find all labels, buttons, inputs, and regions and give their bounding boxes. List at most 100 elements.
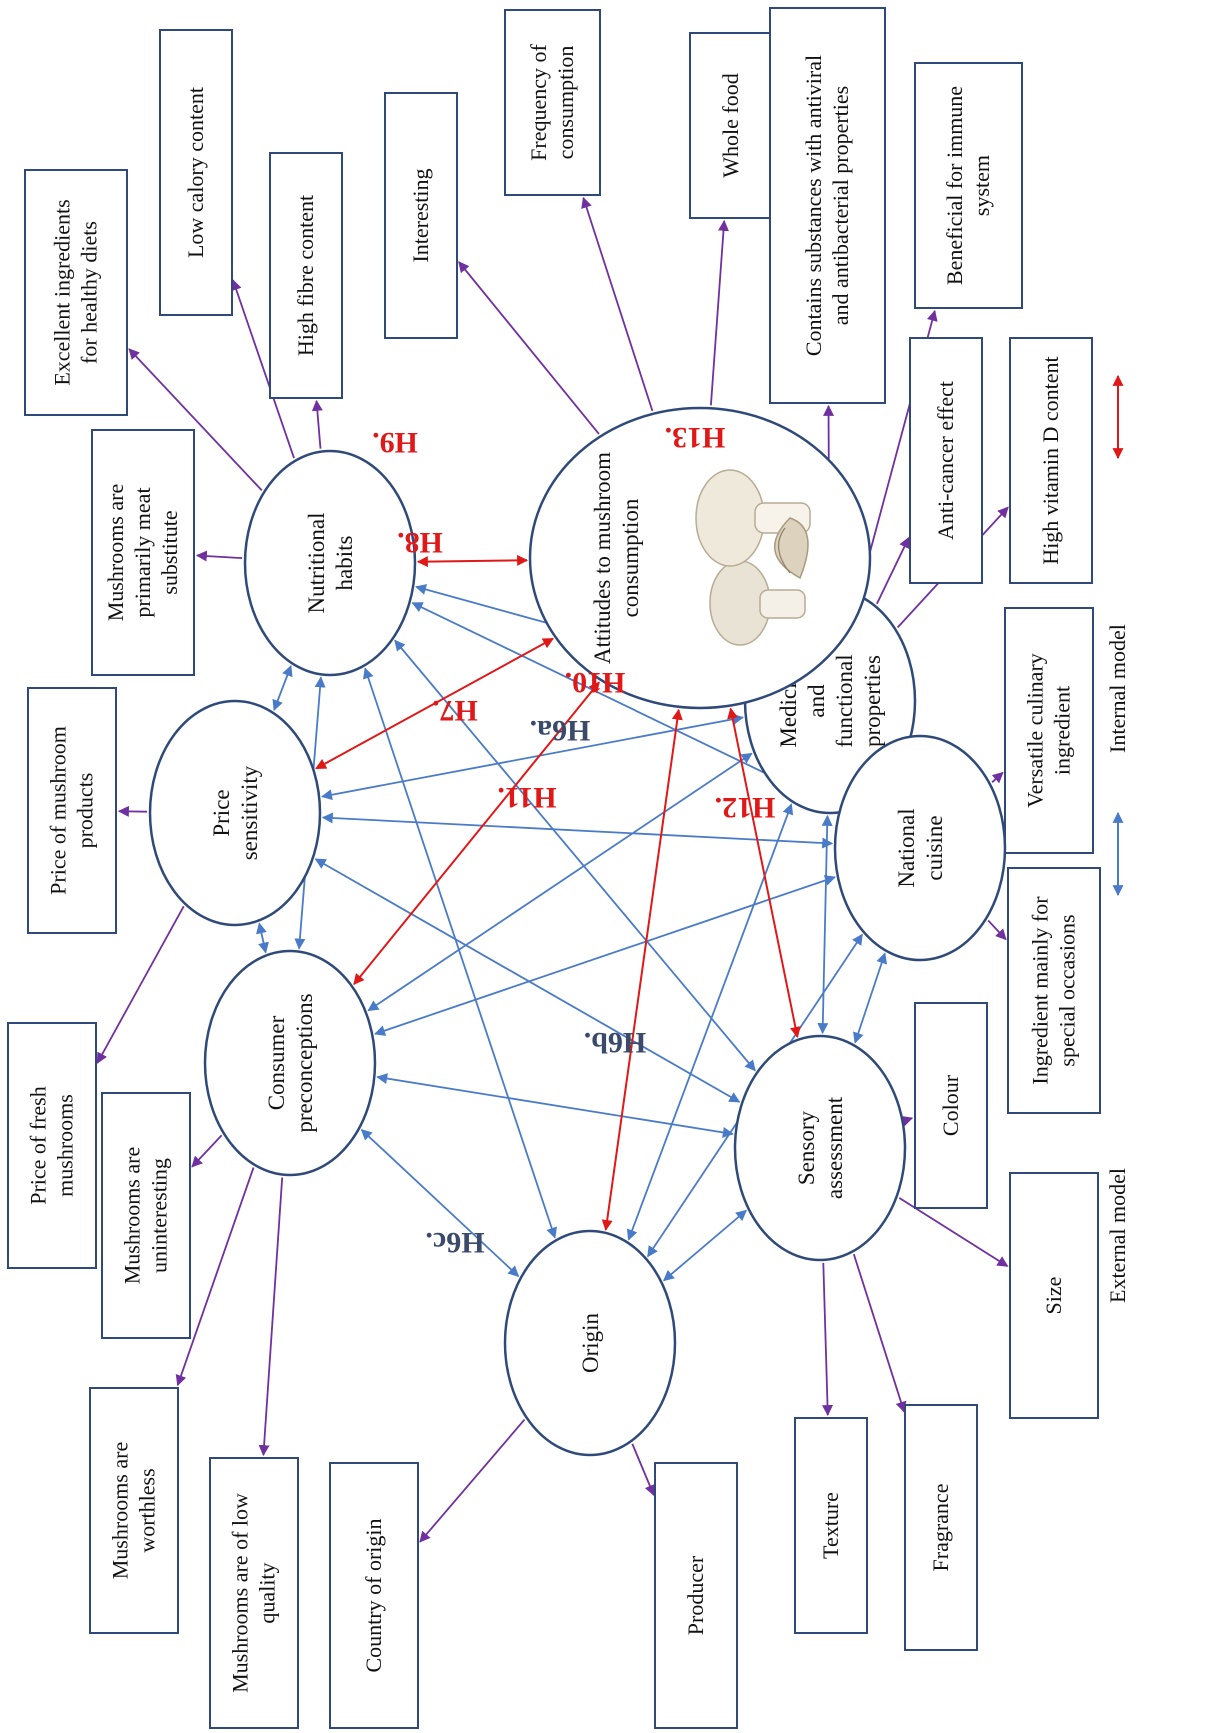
indicator-box-frame [209, 1457, 299, 1729]
construct-label: functional [832, 654, 857, 747]
hypothesis-H6b: H6b. [584, 1026, 647, 1059]
indicator-box-frame [384, 92, 458, 339]
indicator-link-b_spec [987, 919, 1007, 941]
external-link-medic-senso [817, 814, 833, 1035]
indicator-box: High fibre content [269, 152, 343, 399]
indicator-link-b_pprod [117, 805, 148, 817]
indicator-box-frame [769, 7, 886, 404]
indicator-label: Mushrooms are [103, 484, 128, 621]
construct-ellipse [528, 406, 872, 710]
indicator-box-frame [654, 1462, 738, 1729]
indicator-box: Anti-cancer effect [909, 337, 983, 584]
hypothesis-H7: H7. [432, 694, 478, 727]
indicator-box-frame [159, 29, 233, 316]
indicator-box-frame [909, 337, 983, 584]
indicator-label: substitute [157, 510, 182, 594]
indicator-link-b_cancer [876, 536, 910, 605]
indicator-link-b_country [419, 1419, 526, 1543]
indicator-box-frame [91, 429, 195, 676]
indicator-label: uninteresting [147, 1158, 172, 1273]
construct-label: Origin [578, 1312, 603, 1373]
construct-ellipse [203, 949, 377, 1177]
construct-label: Sensory [794, 1110, 819, 1185]
indicator-label: Frequency of [526, 43, 551, 160]
indicator-label: High vitamin D content [1038, 356, 1063, 564]
mushroom-icon [695, 469, 811, 646]
indicator-label: Beneficial for immune [942, 86, 967, 285]
indicator-link-b_meat [195, 550, 243, 562]
indicator-label: Price of mushroom [46, 726, 71, 895]
indicator-link-b_unint [191, 1134, 223, 1168]
indicator-box-frame [269, 152, 343, 399]
indicator-link-b_versa [991, 771, 1004, 784]
hypothesis-H10: H10. [565, 666, 626, 699]
indicator-link-b_pfresh [96, 905, 185, 1064]
indicator-box-frame [1004, 607, 1094, 854]
indicator-link-b_colour [900, 1115, 914, 1127]
external-link-price-nutri [272, 664, 293, 712]
construct-label: Price [209, 789, 234, 836]
construct-label: Consumer [264, 1015, 289, 1110]
construct-label: National [894, 808, 919, 887]
external-link-medic-cons [367, 752, 753, 1012]
construct-orig: Origin [503, 1229, 677, 1457]
indicator-link-b_size [898, 1197, 1009, 1267]
indicator-label: Mushrooms are of low [228, 1493, 253, 1693]
central-label-line1: Attitudes to mushroom [590, 452, 615, 664]
indicator-label: for healthy diets [77, 221, 102, 364]
construct-label: preconceptions [292, 993, 317, 1132]
indicator-link-b_lowq [258, 1177, 284, 1457]
indicator-box: Country of origin [329, 1462, 419, 1729]
indicator-label: Versatile culinary [1023, 653, 1048, 808]
external-link-price-senso [314, 858, 741, 1103]
legend-internal-label: Internal model [1105, 624, 1130, 753]
indicator-label: Contains substances with antiviral [801, 55, 826, 356]
indicator-link-b_frag [852, 1253, 907, 1413]
construct-label: habits [332, 535, 357, 590]
indicator-label: Whole food [718, 73, 743, 177]
indicator-label: Price of fresh [26, 1086, 51, 1205]
hypothesis-H6c: H6c. [425, 1226, 484, 1259]
construct-ellipse [833, 734, 1007, 962]
indicator-box: Whole food [689, 32, 773, 219]
central-label-line2: consumption [618, 498, 643, 617]
external-link-senso-orig [662, 1209, 748, 1282]
external-link-natio-cons [374, 875, 836, 1036]
indicator-label: products [73, 773, 98, 849]
indicator-link-b_whole [710, 219, 729, 406]
internal-link-senso [727, 707, 801, 1038]
indicator-link-b_prod [631, 1443, 656, 1497]
internal-link-orig [601, 708, 683, 1231]
indicator-box-frame [914, 1002, 988, 1209]
indicator-box-frame [101, 1092, 191, 1339]
indicator-box: High vitamin D content [1009, 337, 1093, 584]
indicator-box: Producer [654, 1462, 738, 1729]
hypothesis-H12: H12. [715, 791, 776, 824]
indicator-label: Mushrooms are [120, 1147, 145, 1284]
construct-ellipse [243, 449, 417, 677]
indicator-label: Mushrooms are [108, 1442, 133, 1579]
indicator-label: High fibre content [293, 195, 318, 356]
hypothesis-H8: H8. [397, 526, 443, 559]
construct-label: sensitivity [237, 765, 262, 860]
indicator-label: ingredient [1050, 686, 1075, 775]
indicator-box: Low calory content [159, 29, 233, 316]
